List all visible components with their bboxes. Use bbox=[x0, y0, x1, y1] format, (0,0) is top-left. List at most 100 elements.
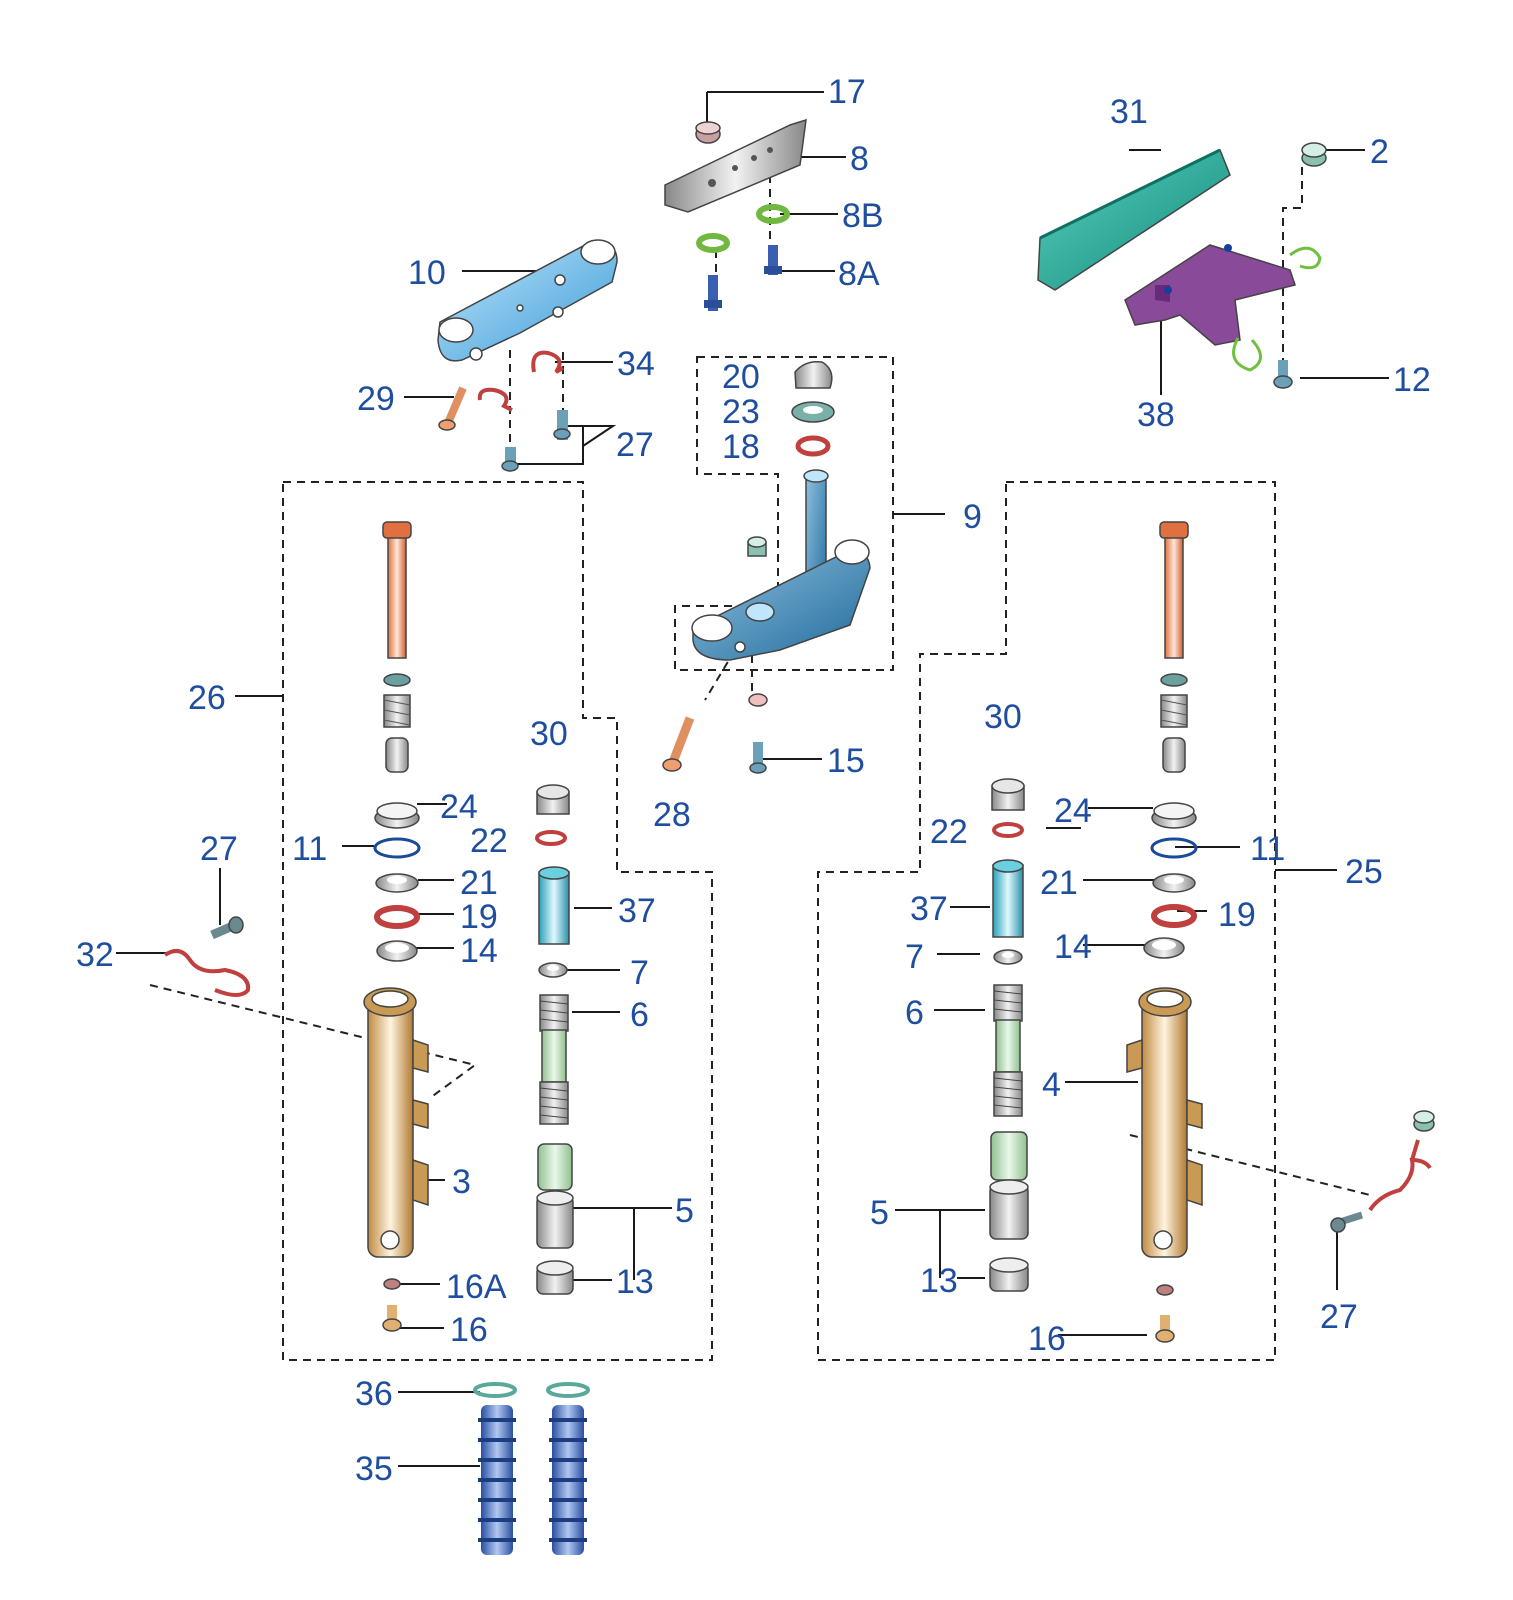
callout-36: 36 bbox=[355, 1375, 393, 1413]
callout-19-left: 19 bbox=[460, 898, 498, 936]
callout-8b: 8B bbox=[842, 197, 884, 235]
part-9-lower-triple-clamp bbox=[691, 469, 871, 661]
part-21-left-washer bbox=[375, 873, 419, 893]
callout-3: 3 bbox=[452, 1163, 471, 1201]
callout-27-upper: 27 bbox=[616, 426, 654, 464]
right-fork-group-outline bbox=[817, 481, 1276, 1361]
part-8a-bolts bbox=[704, 245, 782, 311]
part-27-bolts-upper bbox=[501, 410, 571, 472]
callout-7-right: 7 bbox=[905, 938, 924, 976]
callout-27-right: 27 bbox=[1320, 1298, 1358, 1336]
callout-11-right: 11 bbox=[1250, 830, 1285, 868]
part-15-bolt bbox=[748, 693, 768, 774]
part-16a-left-washer bbox=[383, 1278, 401, 1290]
callout-27-left: 27 bbox=[200, 830, 238, 868]
callout-9: 9 bbox=[963, 498, 982, 536]
callout-38: 38 bbox=[1137, 396, 1175, 434]
part-8-handlebar-bracket bbox=[664, 118, 807, 213]
part-24-right-dust-seal bbox=[1151, 802, 1197, 829]
callout-10: 10 bbox=[408, 254, 446, 292]
callout-26: 26 bbox=[188, 679, 226, 717]
part-35-fork-boots bbox=[478, 1405, 587, 1555]
callout-11-left: 11 bbox=[292, 830, 327, 868]
callout-24-right: 24 bbox=[1054, 792, 1092, 830]
part-21-right-washer bbox=[1152, 873, 1196, 893]
part-right-washer-16 bbox=[1156, 1284, 1174, 1296]
part-6-left-spring bbox=[539, 994, 569, 1125]
leader-lines bbox=[116, 91, 1389, 1467]
callout-8: 8 bbox=[850, 140, 869, 178]
part-10-upper-triple-clamp bbox=[437, 239, 618, 362]
part-30-left-cap-bolt bbox=[536, 784, 570, 815]
part-right-nut bbox=[1413, 1110, 1435, 1132]
callout-30-left: 30 bbox=[530, 715, 568, 753]
part-19-right-oil-seal bbox=[1151, 904, 1197, 928]
callout-15: 15 bbox=[827, 742, 865, 780]
part-7-left-washer bbox=[538, 962, 568, 978]
steering-stem-group-outline bbox=[674, 356, 894, 671]
part-36-boot-clamps bbox=[473, 1382, 590, 1398]
part-13-right-bushing bbox=[989, 1257, 1029, 1292]
part-38-guard-bracket bbox=[1124, 244, 1322, 372]
part-37-right-spacer bbox=[992, 859, 1024, 938]
part-17-cap-nut bbox=[695, 121, 721, 144]
part-23-bearing bbox=[791, 401, 835, 423]
callout-4: 4 bbox=[1042, 1066, 1061, 1104]
part-31-fork-guard bbox=[1037, 148, 1231, 291]
part-left-piston bbox=[537, 1143, 573, 1191]
part-4-right-fork-leg bbox=[1126, 987, 1203, 1258]
part-18-seal bbox=[795, 435, 831, 457]
callout-37-left: 37 bbox=[618, 892, 656, 930]
part-right-rod-small-parts bbox=[1160, 673, 1188, 773]
part-24-left-dust-seal bbox=[374, 802, 420, 829]
part-3-left-fork-leg bbox=[363, 987, 429, 1258]
part-29-pinch-bolt bbox=[438, 386, 467, 431]
callout-6-left: 6 bbox=[630, 996, 649, 1034]
callout-35: 35 bbox=[355, 1450, 393, 1488]
callout-22-left: 22 bbox=[470, 822, 508, 860]
part-14-left-bushing bbox=[376, 940, 418, 962]
part-34-clips bbox=[477, 350, 564, 412]
callout-21-left: 21 bbox=[460, 864, 498, 902]
part-14-right-bushing bbox=[1143, 937, 1185, 959]
callout-5-right: 5 bbox=[870, 1194, 889, 1232]
callout-25: 25 bbox=[1345, 853, 1383, 891]
callout-21-right: 21 bbox=[1040, 864, 1078, 902]
callout-12: 12 bbox=[1393, 361, 1431, 399]
part-left-rod-small-parts bbox=[383, 673, 411, 773]
part-30-right-cap-bolt bbox=[991, 778, 1025, 811]
part-32-hose-clip bbox=[163, 949, 251, 997]
part-5-right-cylinder bbox=[989, 1179, 1029, 1240]
part-26-left-fork-damper-rod bbox=[382, 521, 412, 659]
left-fork-group-outline bbox=[282, 481, 713, 1361]
part-9-nut bbox=[747, 536, 767, 557]
callout-37-right: 37 bbox=[910, 890, 948, 928]
callout-2: 2 bbox=[1370, 133, 1389, 171]
callout-29: 29 bbox=[357, 380, 395, 418]
part-25-right-fork-damper-rod bbox=[1159, 521, 1189, 659]
part-11-left-clip bbox=[373, 837, 421, 859]
part-6-right-spring bbox=[993, 984, 1023, 1117]
part-7-right-washer bbox=[993, 949, 1023, 965]
callout-labels: 17 8 8B 8A 10 34 29 27 31 2 12 38 20 23 … bbox=[76, 73, 1431, 1488]
part-22-left-o-ring bbox=[535, 830, 567, 846]
part-2-nut bbox=[1301, 142, 1327, 167]
callout-13-right: 13 bbox=[920, 1262, 958, 1300]
callout-5-left: 5 bbox=[675, 1192, 694, 1230]
callout-22-right: 22 bbox=[930, 813, 968, 851]
part-right-hose-clip bbox=[1368, 1139, 1432, 1212]
callout-20: 20 bbox=[722, 358, 760, 396]
callout-23: 23 bbox=[722, 393, 760, 431]
callout-16a: 16A bbox=[446, 1268, 507, 1306]
callout-16-left: 16 bbox=[450, 1311, 488, 1349]
part-28-pinch-bolt bbox=[662, 716, 695, 772]
callout-8a: 8A bbox=[838, 255, 880, 293]
callout-14-left: 14 bbox=[460, 932, 498, 970]
part-right-piston bbox=[990, 1131, 1028, 1181]
part-13-left-bushing bbox=[536, 1260, 574, 1295]
callout-6-right: 6 bbox=[905, 994, 924, 1032]
callout-28: 28 bbox=[653, 796, 691, 834]
part-16-left-bolt bbox=[382, 1305, 402, 1332]
callout-16-right: 16 bbox=[1028, 1320, 1066, 1358]
